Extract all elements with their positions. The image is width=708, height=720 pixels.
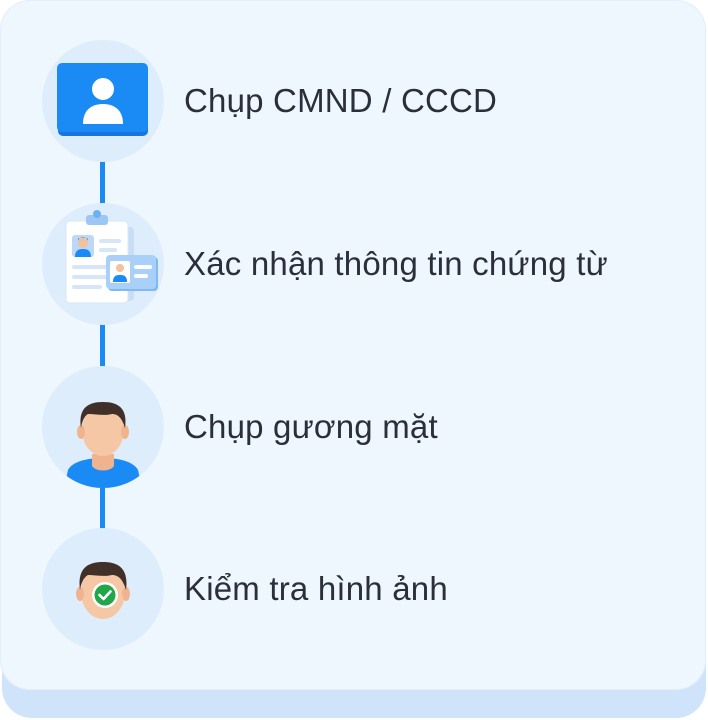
step-label: Chụp gương mặt — [184, 408, 438, 445]
step-connector — [100, 160, 105, 204]
id-card-icon — [42, 40, 164, 162]
document-profile-icon — [42, 203, 164, 325]
face-portrait-icon — [42, 366, 164, 488]
step-connector — [100, 486, 105, 530]
face-verified-icon — [42, 528, 164, 650]
step-confirm-document: Xác nhận thông tin chứng từ — [42, 203, 682, 325]
step-label: Xác nhận thông tin chứng từ — [184, 245, 608, 282]
step-connector — [100, 324, 105, 368]
step-capture-id: Chụp CMND / CCCD — [42, 40, 682, 162]
step-capture-face: Chụp gương mặt — [42, 366, 682, 488]
step-label: Chụp CMND / CCCD — [184, 82, 498, 119]
steps-card: Chụp CMND / CCCD — [0, 0, 706, 690]
step-check-image: Kiểm tra hình ảnh — [42, 528, 682, 650]
step-label: Kiểm tra hình ảnh — [184, 570, 448, 607]
